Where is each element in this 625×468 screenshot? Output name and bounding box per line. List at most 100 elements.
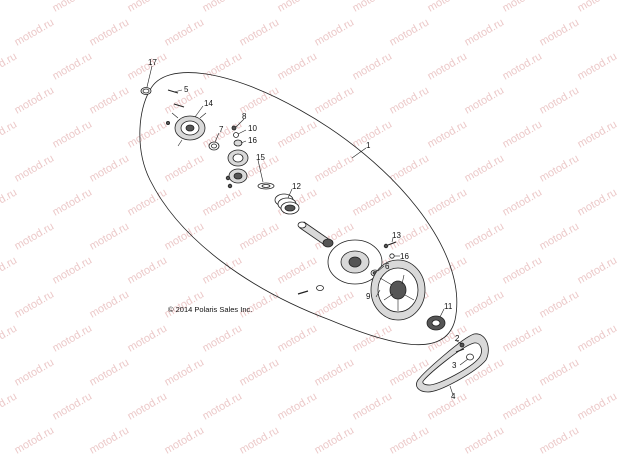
watermark-text: motod.ru	[576, 50, 620, 82]
watermark-text: motod.ru	[463, 424, 507, 456]
watermark-text: motod.ru	[238, 356, 282, 388]
watermark-text: motod.ru	[501, 118, 545, 150]
callout-16-upper: 16	[248, 136, 257, 145]
watermark-text: motod.ru	[163, 220, 207, 252]
watermark-text: motod.ru	[51, 50, 95, 82]
watermark-text: motod.ru	[426, 186, 470, 218]
watermark-text: motod.ru	[0, 0, 19, 15]
watermark-text: motod.ru	[388, 16, 432, 48]
watermark-text: motod.ru	[426, 50, 470, 82]
callout-8: 8	[242, 112, 247, 121]
watermark-text: motod.ru	[576, 254, 620, 286]
watermark-text: motod.ru	[463, 16, 507, 48]
watermark-text: motod.ru	[276, 118, 320, 150]
watermark-text: motod.ru	[463, 288, 507, 320]
watermark-text: motod.ru	[388, 424, 432, 456]
watermark-text: motod.ru	[426, 390, 470, 422]
watermark-text: motod.ru	[88, 84, 132, 116]
part-screw-lower	[297, 285, 324, 295]
watermark-text: motod.ru	[538, 16, 582, 48]
part-belt-4	[416, 333, 489, 393]
watermark-text: motod.ru	[576, 0, 620, 15]
part-ring-17	[140, 87, 152, 95]
part-shaft	[297, 221, 334, 248]
callout-7: 7	[219, 125, 224, 134]
part-spider-hub	[225, 149, 249, 189]
callout-14: 14	[204, 99, 213, 108]
watermark-text: motod.ru	[201, 0, 245, 15]
watermark-text: motod.ru	[88, 424, 132, 456]
watermark-text: motod.ru	[126, 322, 170, 354]
watermark-text: motod.ru	[0, 254, 19, 286]
watermark-text: motod.ru	[313, 424, 357, 456]
watermark-text: motod.ru	[13, 424, 57, 456]
watermark-text: motod.ru	[163, 16, 207, 48]
watermark-text: motod.ru	[51, 322, 95, 354]
callout-10: 10	[248, 124, 257, 133]
watermark-text: motod.ru	[313, 152, 357, 184]
watermark-text: motod.ru	[51, 186, 95, 218]
watermark-text: motod.ru	[501, 0, 545, 15]
callout-16-lower: 16	[400, 252, 409, 261]
assembly-outline	[139, 72, 458, 346]
watermark-text: motod.ru	[501, 390, 545, 422]
watermark-text: motod.ru	[351, 322, 395, 354]
watermark-text: motod.ru	[501, 322, 545, 354]
watermark-text: motod.ru	[276, 322, 320, 354]
callout-17: 17	[148, 58, 157, 67]
part-bolts-13-16	[383, 241, 397, 259]
watermark-text: motod.ru	[201, 390, 245, 422]
watermark-text: motod.ru	[13, 288, 57, 320]
watermark-text: motod.ru	[313, 84, 357, 116]
watermark-text: motod.ru	[0, 50, 19, 82]
watermark-text: motod.ru	[463, 220, 507, 252]
watermark-text: motod.ru	[351, 118, 395, 150]
watermark-text: motod.ru	[538, 84, 582, 116]
watermark-text: motod.ru	[351, 186, 395, 218]
part-cover-14	[171, 112, 207, 147]
watermark-text: motod.ru	[538, 424, 582, 456]
callout-5: 5	[184, 85, 189, 94]
watermark-text: motod.ru	[238, 16, 282, 48]
watermark-text: motod.ru	[351, 0, 395, 15]
watermark-text: motod.ru	[13, 220, 57, 252]
watermark-text: motod.ru	[126, 390, 170, 422]
watermark-text: motod.ru	[276, 254, 320, 286]
callout-2: 2	[455, 334, 460, 343]
part-washer-7	[208, 141, 220, 151]
watermark-text: motod.ru	[88, 220, 132, 252]
watermark-text: motod.ru	[88, 356, 132, 388]
watermark-text: motod.ru	[126, 0, 170, 15]
watermark-text: motod.ru	[388, 152, 432, 184]
watermark-text: motod.ru	[463, 84, 507, 116]
watermark-text: motod.ru	[0, 118, 19, 150]
watermark-text: motod.ru	[501, 186, 545, 218]
watermark-text: motod.ru	[51, 0, 95, 15]
watermark-text: motod.ru	[201, 322, 245, 354]
part-screws-5	[165, 89, 185, 126]
callout-9: 9	[366, 292, 371, 301]
callout-4: 4	[451, 392, 456, 401]
copyright-notice: © 2014 Polaris Sales Inc.	[168, 305, 253, 314]
watermark-text: motod.ru	[426, 118, 470, 150]
callout-6: 6	[385, 262, 390, 271]
callout-3: 3	[452, 361, 457, 370]
callout-13: 13	[392, 231, 401, 240]
leader-lines	[146, 65, 469, 396]
part-bearing-11	[426, 315, 446, 331]
watermark-text: motod.ru	[313, 356, 357, 388]
callout-15: 15	[256, 153, 265, 162]
watermark-text: motod.ru	[51, 390, 95, 422]
watermark-text: motod.ru	[13, 356, 57, 388]
watermark-text: motod.ru	[238, 220, 282, 252]
watermark-text: motod.ru	[163, 356, 207, 388]
callout-11: 11	[444, 302, 453, 311]
watermark-text: motod.ru	[276, 0, 320, 15]
watermark-text: motod.ru	[163, 424, 207, 456]
watermark-text: motod.ru	[88, 288, 132, 320]
watermark-text: motod.ru	[0, 322, 19, 354]
watermark-text: motod.ru	[126, 254, 170, 286]
watermark-text: motod.ru	[51, 118, 95, 150]
watermark-text: motod.ru	[351, 50, 395, 82]
callout-12: 12	[292, 182, 301, 191]
